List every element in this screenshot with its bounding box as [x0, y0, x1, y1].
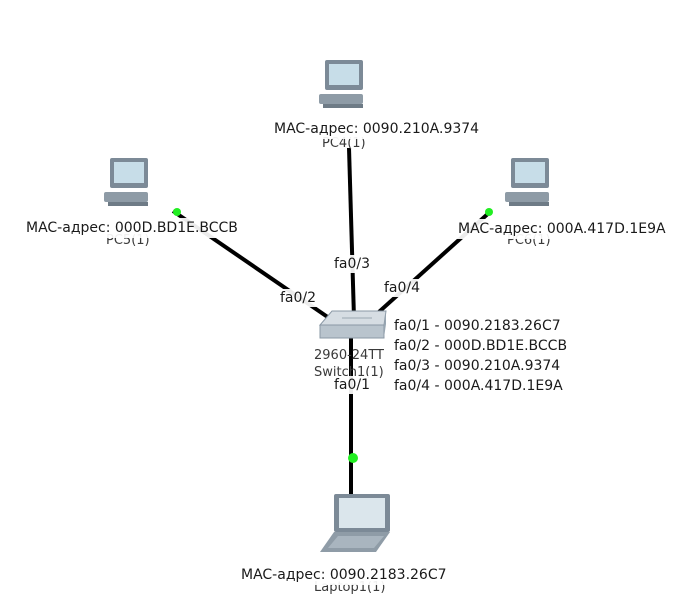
- link-up-dot: [173, 208, 181, 216]
- mac-table-row: fa0/1 - 0090.2183.26C7: [394, 318, 561, 334]
- switch-model: 2960-24TT: [314, 348, 384, 363]
- device-name: PC4(1): [322, 136, 366, 151]
- desktop-pc-icon[interactable]: [319, 60, 363, 108]
- desktop-pc-icon[interactable]: [104, 158, 148, 206]
- mac-table-row: fa0/3 - 0090.210A.9374: [394, 358, 561, 374]
- port-label-fa0-4: fa0/4: [380, 279, 425, 297]
- switch-icon[interactable]: [318, 310, 387, 339]
- link-switch-pc-top: [347, 147, 356, 319]
- port-label-fa0-3: fa0/3: [330, 255, 375, 273]
- mac-address-table: fa0/1 - 0090.2183.26C7 fa0/2 - 000D.BD1E…: [390, 316, 572, 396]
- mac-table-row: fa0/4 - 000A.417D.1E9A: [394, 378, 563, 394]
- link-up-dot: [485, 208, 493, 216]
- mac-label-laptop: MAC-адрес: 0090.2183.26C7: [237, 565, 451, 585]
- link-up-dot: [348, 453, 358, 463]
- port-label-fa0-2: fa0/2: [276, 289, 321, 307]
- desktop-pc-icon[interactable]: [505, 158, 549, 206]
- mac-label-pc-left: MAC-адрес: 000D.BD1E.BCCB: [22, 218, 242, 238]
- port-label-fa0-1: fa0/1: [330, 376, 375, 394]
- mac-label-pc-right: MAC-адрес: 000A.417D.1E9A: [454, 219, 670, 239]
- mac-label-pc-top: MAC-адрес: 0090.210A.9374: [270, 119, 484, 139]
- mac-table-row: fa0/2 - 000D.BD1E.BCCB: [394, 338, 568, 354]
- laptop-icon[interactable]: [320, 494, 390, 552]
